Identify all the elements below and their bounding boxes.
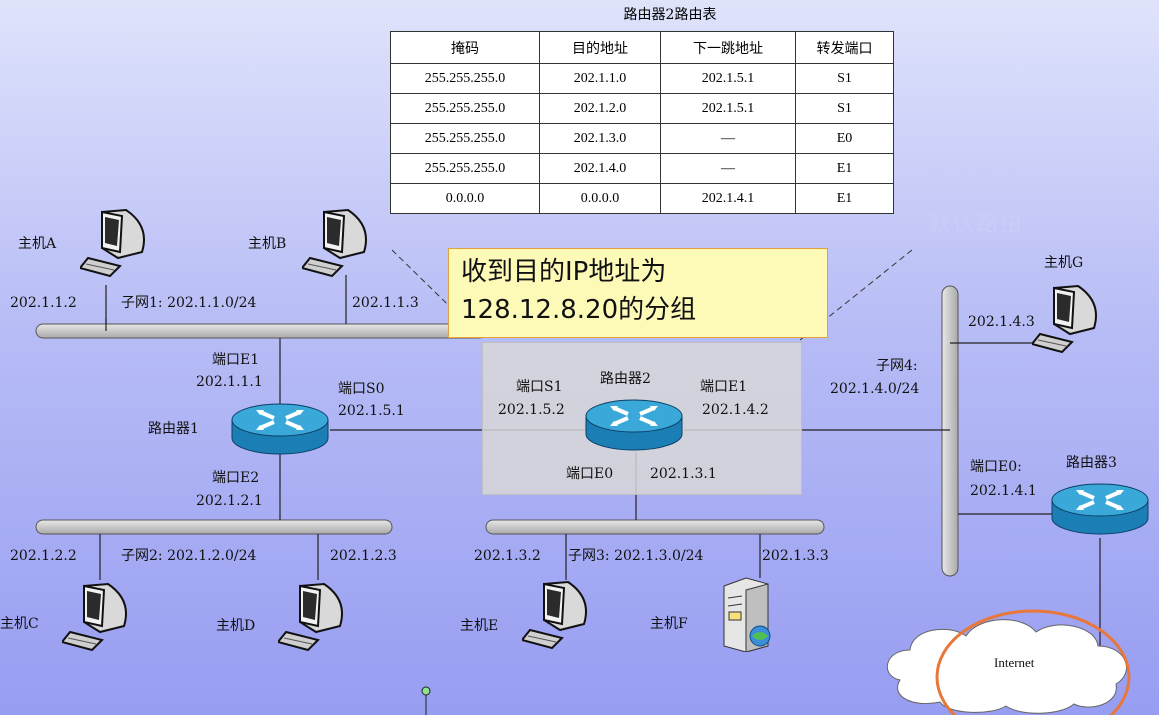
subnet3-label: 子网3: 202.1.3.0/24 <box>568 548 704 564</box>
cell-mask: 255.255.255.0 <box>390 123 540 154</box>
header-next-hop: 下一跳地址 <box>660 31 796 64</box>
ghost-label-default: 默认路由 <box>928 212 1025 237</box>
router1-e1-label: 端口E1 <box>212 352 260 368</box>
header-port: 转发端口 <box>795 31 894 64</box>
router2-s1-ip: 202.1.5.2 <box>498 402 565 418</box>
table-row: 255.255.255.0 202.1.3.0 — E0 <box>390 123 894 154</box>
host-e-label: 主机E <box>460 618 499 634</box>
cell-next-hop: 202.1.5.1 <box>660 63 796 94</box>
router-icon <box>584 398 684 454</box>
cell-mask: 0.0.0.0 <box>390 183 540 214</box>
host-a-ip: 202.1.1.2 <box>10 295 77 311</box>
dashed-line-right <box>799 249 913 341</box>
cell-next-hop: 202.1.5.1 <box>660 93 796 124</box>
server-icon <box>723 577 771 652</box>
subnet4-address: 202.1.4.0/24 <box>830 381 920 397</box>
cell-next-hop: — <box>660 123 796 154</box>
router-icon <box>1050 482 1150 538</box>
subnet4-label: 子网4: <box>876 358 918 374</box>
table-row: 255.255.255.0 202.1.2.0 202.1.5.1 S1 <box>390 93 894 124</box>
computer-icon <box>522 580 598 652</box>
routing-table-header-row: 掩码 目的地址 下一跳地址 转发端口 <box>390 31 894 64</box>
router3-e0-ip: 202.1.4.1 <box>970 483 1037 499</box>
cell-destination: 202.1.3.0 <box>539 123 661 154</box>
router3-label: 路由器3 <box>1066 455 1117 471</box>
header-destination: 目的地址 <box>539 31 661 64</box>
router1-e2-label: 端口E2 <box>212 470 260 486</box>
router1-s0-ip: 202.1.5.1 <box>338 403 405 419</box>
router2-e0-ip: 202.1.3.1 <box>650 466 717 482</box>
host-f-label: 主机F <box>650 616 688 632</box>
internet-label: Internet <box>994 655 1035 670</box>
pin-marker <box>421 686 431 696</box>
cell-next-hop: — <box>660 153 796 184</box>
router1-e2-ip: 202.1.2.1 <box>196 493 263 509</box>
cell-port: E1 <box>795 183 894 214</box>
host-g-ip: 202.1.4.3 <box>968 314 1035 330</box>
router1-label: 路由器1 <box>148 421 199 437</box>
host-d-label: 主机D <box>216 618 256 634</box>
router2-s1-label: 端口S1 <box>516 379 563 395</box>
subnet2-label: 子网2: 202.1.2.0/24 <box>121 548 257 564</box>
cell-destination: 0.0.0.0 <box>539 183 661 214</box>
table-row: 0.0.0.0 0.0.0.0 202.1.4.1 E1 <box>390 183 894 214</box>
internet-cloud <box>886 619 1127 714</box>
subnet4-bar <box>941 285 959 577</box>
cell-port: S1 <box>795 63 894 94</box>
computer-icon <box>302 208 378 280</box>
cell-mask: 255.255.255.0 <box>390 93 540 124</box>
routing-table: 掩码 目的地址 下一跳地址 转发端口 255.255.255.0 202.1.1… <box>390 31 894 214</box>
computer-icon <box>1032 284 1108 356</box>
subnet3-bar <box>485 519 825 535</box>
packet-callout: 收到目的IP地址为 128.12.8.20的分组 <box>448 248 828 338</box>
host-e-ip: 202.1.3.2 <box>474 548 541 564</box>
subnet1-bar <box>35 323 487 339</box>
routing-table-title: 路由器2路由表 <box>623 7 717 23</box>
host-g-label: 主机G <box>1044 255 1084 271</box>
router2-e1-label: 端口E1 <box>700 379 748 395</box>
ghost-label-direct: 直连路由 <box>928 172 1025 197</box>
host-c-label: 主机C <box>0 616 39 632</box>
router2-e0-label: 端口E0 <box>566 466 614 482</box>
cell-mask: 255.255.255.0 <box>390 153 540 184</box>
computer-icon <box>62 582 138 654</box>
cell-port: S1 <box>795 93 894 124</box>
highlight-circle <box>935 609 1131 715</box>
host-c-ip: 202.1.2.2 <box>10 548 77 564</box>
cell-port: E0 <box>795 123 894 154</box>
callout-line-1: 收到目的IP地址为 <box>461 257 667 287</box>
host-b-ip: 202.1.1.3 <box>352 295 419 311</box>
router1-e1-ip: 202.1.1.1 <box>196 374 263 390</box>
cell-port: E1 <box>795 153 894 184</box>
host-b-label: 主机B <box>248 236 287 252</box>
computer-icon <box>278 582 354 654</box>
router3-e0-label: 端口E0: <box>970 459 1022 475</box>
host-a-label: 主机A <box>18 236 57 252</box>
table-row: 255.255.255.0 202.1.4.0 — E1 <box>390 153 894 184</box>
callout-line-2: 128.12.8.20的分组 <box>461 295 697 325</box>
host-f-ip: 202.1.3.3 <box>762 548 829 564</box>
cell-next-hop: 202.1.4.1 <box>660 183 796 214</box>
table-row: 255.255.255.0 202.1.1.0 202.1.5.1 S1 <box>390 63 894 94</box>
router2-label: 路由器2 <box>600 371 651 387</box>
host-d-ip: 202.1.2.3 <box>330 548 397 564</box>
cell-destination: 202.1.4.0 <box>539 153 661 184</box>
subnet2-bar <box>35 519 393 535</box>
dashed-line-left <box>391 249 485 341</box>
cell-destination: 202.1.2.0 <box>539 93 661 124</box>
header-mask: 掩码 <box>390 31 540 64</box>
router-icon <box>230 402 330 458</box>
cell-destination: 202.1.1.0 <box>539 63 661 94</box>
router2-e1-ip: 202.1.4.2 <box>702 402 769 418</box>
cell-mask: 255.255.255.0 <box>390 63 540 94</box>
router1-s0-label: 端口S0 <box>338 381 385 397</box>
computer-icon <box>80 208 156 280</box>
subnet1-label: 子网1: 202.1.1.0/24 <box>121 295 257 311</box>
